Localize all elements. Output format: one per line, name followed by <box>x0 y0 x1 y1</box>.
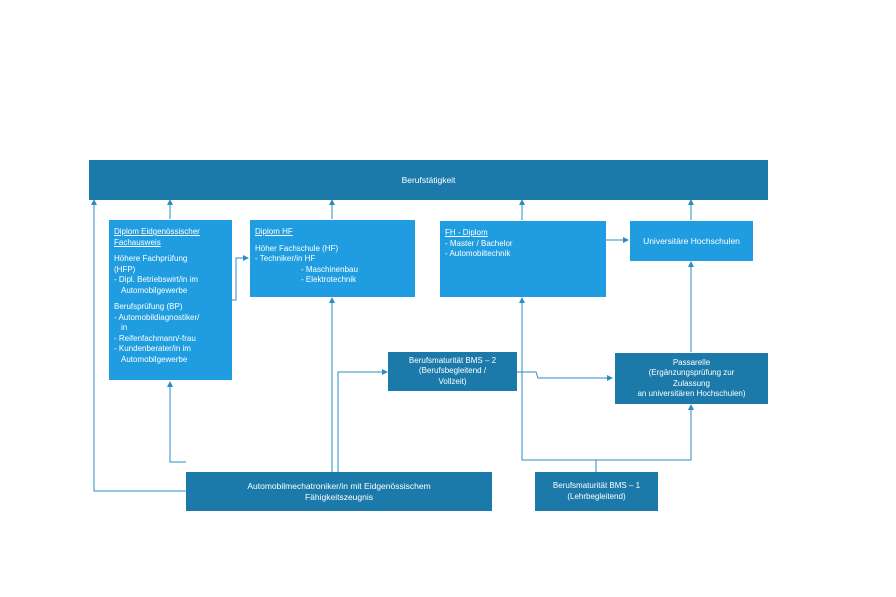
bp-item-5: Automobilgewerbe <box>121 354 188 364</box>
hfp-item-1: - Dipl. Betriebswirt/in im <box>114 275 199 284</box>
arrow-efz-to-top <box>91 199 186 492</box>
bms1-line-1: Berufsmaturität BMS – 1 <box>552 481 641 490</box>
hf-line-3: - Maschinenbau <box>301 264 358 274</box>
bms2-box: Berufsmaturität BMS – 2 (Berufsbegleiten… <box>388 352 517 391</box>
bms1-line-2: (Lehrbegleitend) <box>567 491 626 501</box>
fh-diplom-box: FH - Diplom - Master / Bachelor - Automo… <box>440 221 606 297</box>
passarelle-line-3: Zulassung <box>673 378 710 388</box>
bms2-line-3: Vollzeit) <box>438 376 467 386</box>
universitaere-hochschulen-box: Universitäre Hochschulen <box>630 221 753 261</box>
hfp-item-2: Automobilgewerbe <box>121 285 188 295</box>
bms2-line-1: Berufsmaturität BMS – 2 <box>408 355 497 365</box>
hfp-heading-1: Höhere Fachprüfung <box>114 254 188 263</box>
eidg-fachausweis-box: Diplom Eidgenössischer Fachausweis Höher… <box>109 220 232 380</box>
arrow-eidg-to-hf <box>232 255 249 301</box>
fh-line-2: - Automobiltechnik <box>445 249 511 258</box>
bms2-line-2: (Berufsbegleitend / <box>418 366 487 376</box>
efz-line-2: Fähigkeitszeugnis <box>304 491 374 502</box>
berufstaetigkeit-box: Berufstätigkeit <box>89 160 768 200</box>
hf-line-2: - Techniker/in HF <box>255 254 316 263</box>
arrow-efz-to-eidg <box>167 381 186 463</box>
bp-item-3: - Reifenfachmann/-frau <box>114 333 196 343</box>
passarelle-line-4: an universitären Hochschulen) <box>637 389 746 398</box>
arrow-bms2-to-passarelle <box>517 371 613 381</box>
passarelle-box: Passarelle (Ergänzungsprüfung zur Zulass… <box>615 353 768 404</box>
uni-label: Universitäre Hochschulen <box>643 235 740 246</box>
passarelle-line-2: (Ergänzungsprüfung zur <box>648 368 735 377</box>
diplom-hf-box: Diplom HF Höher Fachschule (HF) - Techni… <box>250 220 415 297</box>
hf-title: Diplom HF <box>255 227 293 236</box>
hf-line-4: - Elektrotechnik <box>301 275 357 284</box>
bp-item-2: in <box>121 323 128 332</box>
eidg-title-1: Diplom Eidgenössischer <box>114 227 200 236</box>
efz-line-1: Automobilmechatroniker/in mit Eidgenössi… <box>247 481 431 491</box>
bp-item-4: - Kundenberater/in im <box>114 344 191 353</box>
efz-box: Automobilmechatroniker/in mit Eidgenössi… <box>186 472 492 511</box>
eidg-title-2: Fachausweis <box>114 237 161 247</box>
arrow-bms1-to-passarelle <box>596 404 694 461</box>
bp-heading: Berufsprüfung (BP) <box>114 302 183 311</box>
hf-line-1: Höher Fachschule (HF) <box>255 243 339 253</box>
passarelle-line-1: Passarelle <box>672 357 711 367</box>
fh-line-1: - Master / Bachelor <box>445 238 513 248</box>
fh-title: FH - Diplom <box>445 228 488 237</box>
arrow-bms1-to-fh <box>519 297 597 472</box>
hfp-heading-2: (HFP) <box>114 264 136 274</box>
bms1-box: Berufsmaturität BMS – 1 (Lehrbegleitend) <box>535 472 658 511</box>
berufstaetigkeit-label: Berufstätigkeit <box>401 174 456 185</box>
bp-item-1: - Automobildiagnostiker/ <box>114 312 200 322</box>
arrow-efz-to-bms2 <box>337 369 388 472</box>
